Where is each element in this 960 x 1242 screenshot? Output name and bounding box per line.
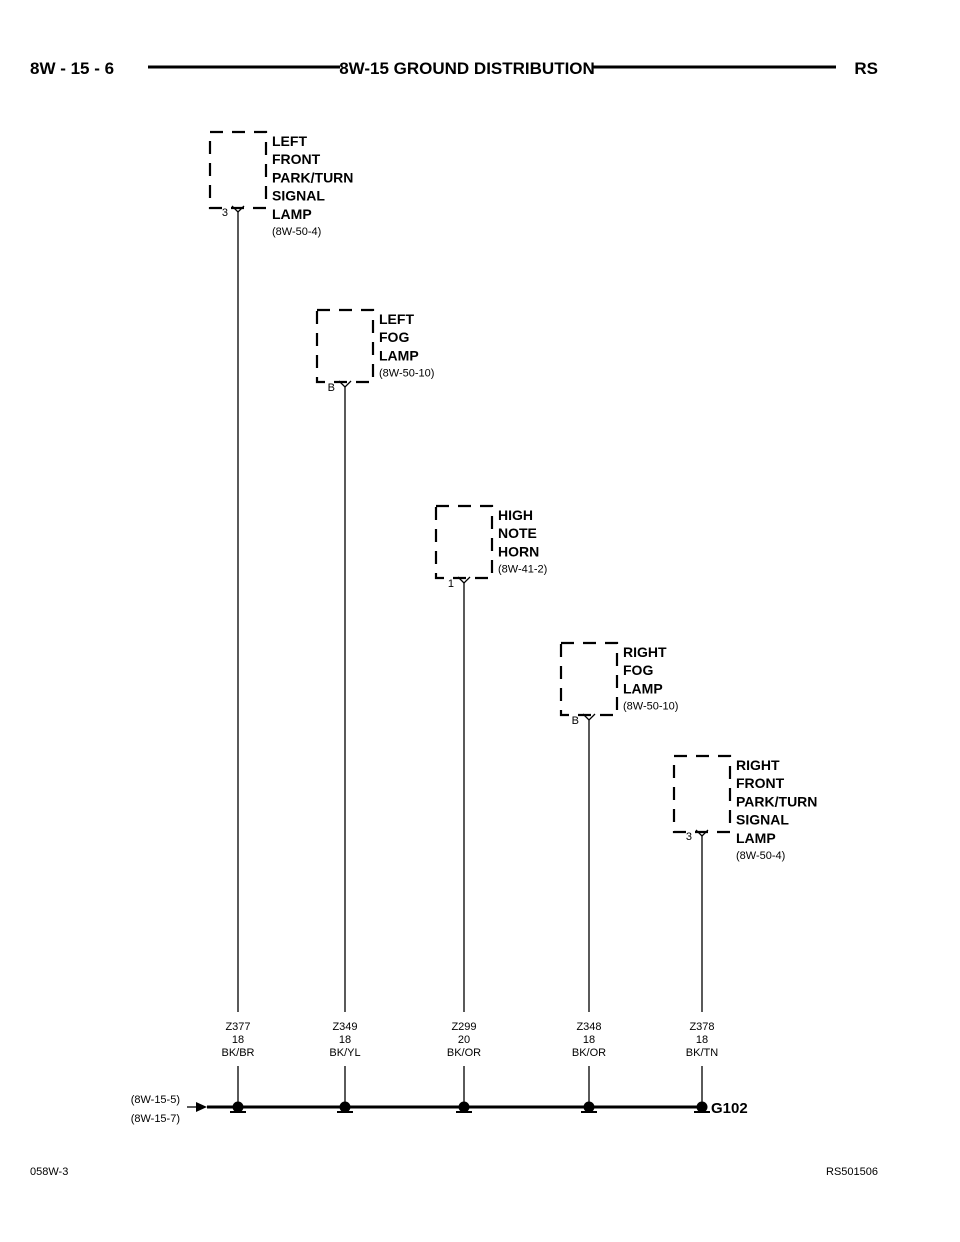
component-outline <box>559 641 619 717</box>
pin-label: 1 <box>448 578 454 590</box>
pin-label: B <box>328 382 335 394</box>
component-ref: (8W-41-2) <box>498 564 547 576</box>
wire-color: BK/TN <box>686 1047 718 1059</box>
component-name-line: FOG <box>623 662 653 678</box>
footer-left: 058W-3 <box>30 1166 68 1178</box>
wire-circuit: Z377 <box>225 1021 250 1033</box>
component-name-line: LAMP <box>736 830 776 846</box>
components: LEFTFRONTPARK/TURNSIGNALLAMP(8W-50-4)3LE… <box>208 130 817 1012</box>
component-name-line: FRONT <box>272 151 321 167</box>
component-l-fog: LEFT FOG LAMP (8W-50-10) B <box>315 308 434 1012</box>
ground-label: G102 <box>711 1100 748 1117</box>
component-name-line: FOG <box>379 329 409 345</box>
page-number: 8W - 15 - 6 <box>30 59 114 78</box>
component-ref: (8W-50-4) <box>736 850 785 862</box>
wire-gauge: 18 <box>339 1034 351 1046</box>
wire-color: BK/OR <box>447 1047 481 1059</box>
component-lf-park: LEFT FRONT PARK/TURN SIGNAL LAMP (8W-50-4) 3 <box>208 130 353 1012</box>
wire-circuit: Z348 <box>576 1021 601 1033</box>
component-name-line: PARK/TURN <box>272 169 353 185</box>
component-rf-park: RIGHT FRONT PARK/TURN SIGNAL LAMP (8W-50-4) 3 <box>672 754 817 1012</box>
component-name-line: HIGH <box>498 507 533 523</box>
component-ref: (8W-50-10) <box>379 368 434 380</box>
bus-arrow-icon <box>196 1102 207 1112</box>
component-name-line: NOTE <box>498 525 537 541</box>
component-name-line: LAMP <box>272 206 312 222</box>
page-title: 8W-15 GROUND DISTRIBUTION <box>339 59 595 78</box>
splice-dot-icon <box>696 1101 708 1113</box>
component-name-line: PARK/TURN <box>736 793 817 809</box>
wire-color: BK/BR <box>221 1047 254 1059</box>
wire-color: BK/OR <box>572 1047 606 1059</box>
wire-gauge: 18 <box>232 1034 244 1046</box>
wire-color: BK/YL <box>329 1047 360 1059</box>
bus-ref-1: (8W-15-5) <box>131 1094 180 1106</box>
pin-label: 3 <box>686 831 692 843</box>
model-code: RS <box>854 59 878 78</box>
component-name-line: LEFT <box>272 133 307 149</box>
component-name-line: LAMP <box>379 347 419 363</box>
component-name-line: SIGNAL <box>272 188 325 204</box>
component-horn: HIGH NOTE HORN (8W-41-2) 1 <box>434 504 547 1012</box>
wire-gauge: 18 <box>583 1034 595 1046</box>
component-name-line: LEFT <box>379 311 414 327</box>
component-outline <box>208 130 268 210</box>
wire-circuit: Z378 <box>689 1021 714 1033</box>
component-name-line: RIGHT <box>736 757 780 773</box>
component-name-line: RIGHT <box>623 644 667 660</box>
wire-circuit: Z349 <box>332 1021 357 1033</box>
footer-right: RS501506 <box>826 1166 878 1178</box>
component-name-line: FRONT <box>736 775 785 791</box>
component-r-fog: RIGHT FOG LAMP (8W-50-10) B <box>559 641 678 1012</box>
component-ref: (8W-50-10) <box>623 701 678 713</box>
component-outline <box>434 504 494 580</box>
wire-gauge: 18 <box>696 1034 708 1046</box>
wires: Z37718BK/BRZ34918BK/YLZ29920BK/ORZ34818B… <box>221 1021 718 1113</box>
component-outline <box>672 754 732 834</box>
wire-gauge: 20 <box>458 1034 470 1046</box>
ground-bus: (8W-15-5) (8W-15-7) G102 <box>131 1094 748 1125</box>
pin-label: B <box>572 715 579 727</box>
component-name-line: LAMP <box>623 680 663 696</box>
component-name-line: HORN <box>498 543 539 559</box>
wire-circuit: Z299 <box>451 1021 476 1033</box>
pin-label: 3 <box>222 207 228 219</box>
component-ref: (8W-50-4) <box>272 226 321 238</box>
bus-ref-2: (8W-15-7) <box>131 1113 180 1125</box>
component-outline <box>315 308 375 384</box>
component-name-line: SIGNAL <box>736 812 789 828</box>
